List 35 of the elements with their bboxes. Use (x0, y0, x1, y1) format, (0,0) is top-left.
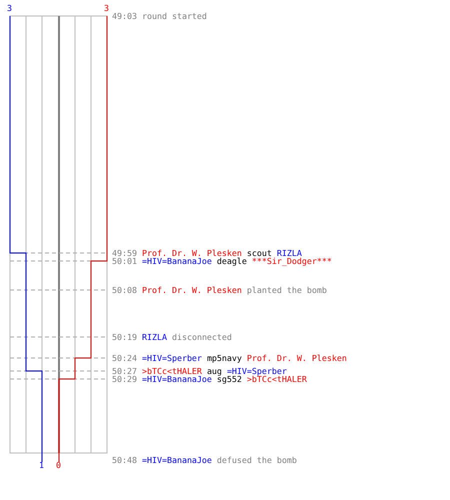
player-name: =HIV=BananaJoe (142, 455, 212, 465)
event-text: disconnected (172, 332, 232, 342)
event-text: planted the bomb (246, 285, 327, 295)
player-count: 3 (7, 4, 12, 12)
weapon-name: aug (206, 366, 222, 376)
player-count: 3 (104, 4, 109, 12)
player-name: =HIV=BananaJoe (142, 256, 212, 266)
timestamp: 50:48 (112, 455, 137, 465)
timestamp: 50:19 (112, 332, 137, 342)
player-name: Prof. Dr. W. Plesken (246, 353, 347, 363)
player-name: Prof. Dr. W. Plesken (142, 248, 242, 258)
timestamp: 49:03 (112, 11, 137, 21)
event-text: round started (142, 11, 207, 21)
player-name: ***Sir_Dodger*** (252, 256, 332, 266)
player-name: Prof. Dr. W. Plesken (142, 285, 242, 295)
timestamp: 50:24 (112, 353, 137, 363)
timestamp: 49:59 (112, 248, 137, 258)
player-name: RIZLA (276, 248, 302, 258)
player-name: =HIV=Sperber (226, 366, 287, 376)
player-name: RIZLA (142, 332, 167, 342)
weapon-name: deagle (216, 256, 247, 266)
timestamp: 50:29 (112, 374, 137, 384)
weapon-name: scout (246, 248, 272, 258)
weapon-name: mp5navy (206, 353, 242, 363)
player-name: >bTCc<tHALER (142, 366, 202, 376)
player-name: >bTCc<tHALER (246, 374, 307, 384)
weapon-name: sg552 (216, 374, 242, 384)
event-text: defused the bomb (216, 455, 297, 465)
player-count: 0 (56, 461, 61, 469)
player-count: 1 (39, 461, 44, 469)
player-name: =HIV=BananaJoe (142, 374, 212, 384)
player-name: =HIV=Sperber (142, 353, 202, 363)
timestamp: 50:08 (112, 285, 137, 295)
timestamp: 50:01 (112, 256, 137, 266)
timestamp: 50:27 (112, 366, 137, 376)
